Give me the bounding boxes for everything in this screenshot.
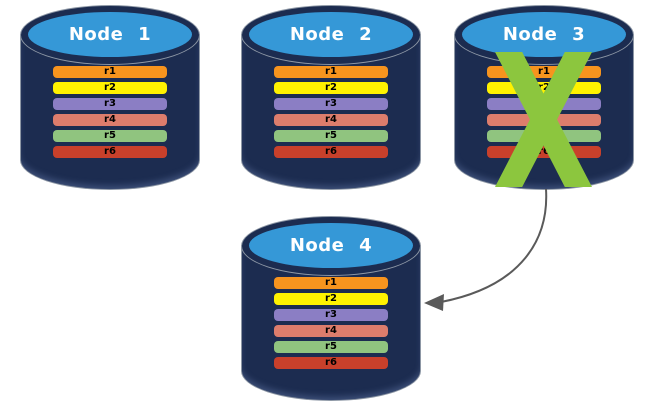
replica-row-r2: r2 <box>53 82 167 94</box>
replica-row-r3: r3 <box>53 98 167 110</box>
replica-row-r4: r4 <box>274 114 388 126</box>
replica-row-r6: r6 <box>274 146 388 158</box>
cylinder-top <box>20 5 200 65</box>
replica-row-r4: r4 <box>53 114 167 126</box>
replica-rows: r1 r2 r3 r4 r5 r6 <box>274 277 388 373</box>
replica-row-r3: r3 <box>274 309 388 321</box>
replica-row-r4: r4 <box>274 325 388 337</box>
db-node-2: Node 2 r1 r2 r3 r4 r5 r6 <box>241 5 421 190</box>
replica-row-r1: r1 <box>274 277 388 289</box>
replica-rows: r1 r2 r3 r4 r5 r6 <box>274 66 388 162</box>
replica-row-r6: r6 <box>274 357 388 369</box>
replica-row-r1: r1 <box>53 66 167 78</box>
replica-row-r5: r5 <box>274 130 388 142</box>
node-title: Node 4 <box>289 234 373 256</box>
arrow-curve <box>440 188 548 303</box>
replica-rows: r1 r2 r3 r4 r5 r6 <box>53 66 167 162</box>
failure-x-icon <box>495 52 592 187</box>
replica-row-r2: r2 <box>274 82 388 94</box>
cylinder-top-surface <box>462 12 626 57</box>
cylinder-top <box>454 5 634 65</box>
arrow-head-icon <box>424 294 444 311</box>
replica-row-r2: r2 <box>274 293 388 305</box>
db-node-1: Node 1 r1 r2 r3 r4 r5 r6 <box>20 5 200 190</box>
replica-row-r5: r5 <box>53 130 167 142</box>
cylinder-top-surface <box>28 12 192 57</box>
cylinder-top <box>241 5 421 65</box>
node-title: Node 2 <box>289 23 373 45</box>
cylinder-top <box>241 216 421 276</box>
cylinder-top-surface <box>249 12 413 57</box>
node-title: Node 3 <box>502 23 586 45</box>
db-node-4: Node 4 r1 r2 r3 r4 r5 r6 <box>241 216 421 401</box>
replica-row-r5: r5 <box>274 341 388 353</box>
replica-row-r6: r6 <box>53 146 167 158</box>
node-title: Node 1 <box>68 23 152 45</box>
replica-row-r3: r3 <box>274 98 388 110</box>
cylinder-top-surface <box>249 223 413 268</box>
replica-row-r1: r1 <box>274 66 388 78</box>
